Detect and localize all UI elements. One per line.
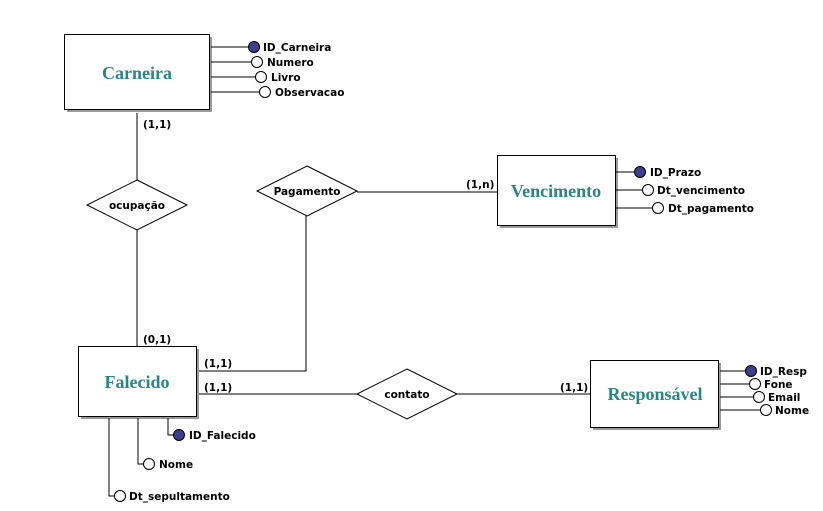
primary-key-icon (173, 429, 185, 441)
attribute-label: Dt_vencimento (657, 185, 745, 197)
cardinality-label: (1,1) (560, 382, 588, 394)
relationship-ocupacao[interactable]: ocupação (85, 179, 189, 231)
connector-lines (136, 113, 590, 395)
relationship-pagamento[interactable]: Pagamento (255, 165, 359, 217)
cardinality-label: (1,1) (143, 119, 171, 131)
entity-carneira[interactable]: Carneira (64, 34, 213, 113)
cardinality-label: (1,1) (204, 382, 232, 394)
attribute-icon (251, 56, 263, 68)
primary-key-icon (248, 41, 260, 53)
relationship-contato[interactable]: contato (355, 368, 459, 420)
attribute-label: ID_Carneira (263, 42, 331, 54)
attribute-icon (255, 71, 267, 83)
attribute-label: Observacao (275, 87, 344, 99)
attribute-label: ID_Falecido (189, 430, 256, 442)
entity-name: Falecido (105, 372, 170, 392)
attribute-icon (642, 184, 654, 196)
attribute-label: ID_Prazo (650, 167, 701, 179)
attribute-icon (753, 391, 765, 403)
line-pagamento-falecido (198, 216, 307, 372)
entity-falecido[interactable]: Falecido (78, 346, 200, 420)
relationship-name: Pagamento (274, 186, 341, 198)
attribute-icon (760, 404, 772, 416)
primary-key-icon (634, 166, 646, 178)
attribute-icon (749, 378, 761, 390)
attribute-label: Numero (267, 57, 314, 69)
entity-name: Responsável (607, 384, 702, 404)
cardinality-label: (1,1) (204, 358, 232, 370)
attribute-label: Dt_pagamento (668, 203, 754, 215)
attribute-label: Nome (775, 405, 809, 417)
attribute-label: Livro (271, 72, 301, 84)
falecido-attributes: ID_Falecido Nome Dt_sepultamento (108, 418, 256, 503)
attribute-label: Dt_sepultamento (129, 491, 230, 503)
entity-name: Carneira (102, 63, 172, 83)
responsavel-attributes: ID_Resp Fone Email Nome (720, 365, 809, 417)
entity-responsavel[interactable]: Responsável (590, 360, 722, 431)
attribute-icon (114, 490, 126, 502)
entity-name: Vencimento (511, 181, 601, 201)
attribute-label: Nome (159, 459, 193, 471)
attribute-icon (143, 458, 155, 470)
attribute-icon (652, 202, 664, 214)
carneira-attributes: ID_Carneira Numero Livro Observacao (211, 41, 344, 99)
attribute-icon (259, 86, 271, 98)
attribute-label: Fone (764, 379, 793, 391)
cardinality-label: (1,n) (466, 179, 494, 191)
primary-key-icon (745, 365, 757, 377)
relationship-name: ocupação (109, 200, 165, 212)
vencimento-attributes: ID_Prazo Dt_vencimento Dt_pagamento (616, 166, 754, 215)
cardinality-label: (0,1) (143, 334, 171, 346)
attribute-label: Email (768, 392, 800, 404)
attribute-label: ID_Resp (760, 366, 807, 378)
relationship-name: contato (384, 389, 429, 401)
entity-vencimento[interactable]: Vencimento (497, 155, 619, 229)
